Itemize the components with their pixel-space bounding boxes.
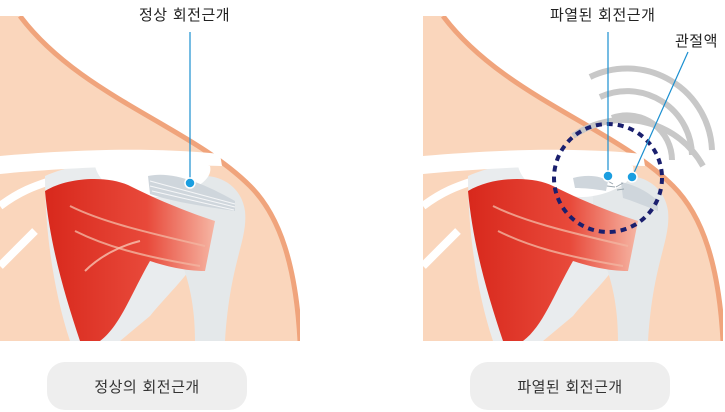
joint-fluid-label: 관절액: [675, 32, 718, 50]
normal-cuff-label: 정상 회전근개: [139, 6, 231, 24]
muscle: [468, 179, 638, 341]
normal-shoulder-illustration: [0, 16, 300, 341]
callout-line-fluid: [632, 51, 689, 176]
torn-tendon: [573, 175, 608, 191]
pain-arcs: [588, 65, 715, 161]
normal-cuff-caption: 정상의 회전근개: [47, 362, 247, 410]
callout-dot-left: [184, 177, 196, 189]
normal-cuff-caption-text: 정상의 회전근개: [94, 377, 200, 396]
callout-dot-tear: [602, 170, 614, 182]
torn-cuff-caption: 파열된 회전근개: [470, 362, 670, 410]
torn-cuff-label: 파열된 회전근개: [550, 6, 656, 24]
muscle: [45, 179, 215, 341]
torn-cuff-caption-text: 파열된 회전근개: [517, 377, 623, 396]
torn-shoulder-illustration: [423, 16, 723, 341]
callout-dot-fluid: [626, 171, 638, 183]
skin-outline: [441, 16, 723, 341]
skin-outline: [18, 16, 300, 341]
